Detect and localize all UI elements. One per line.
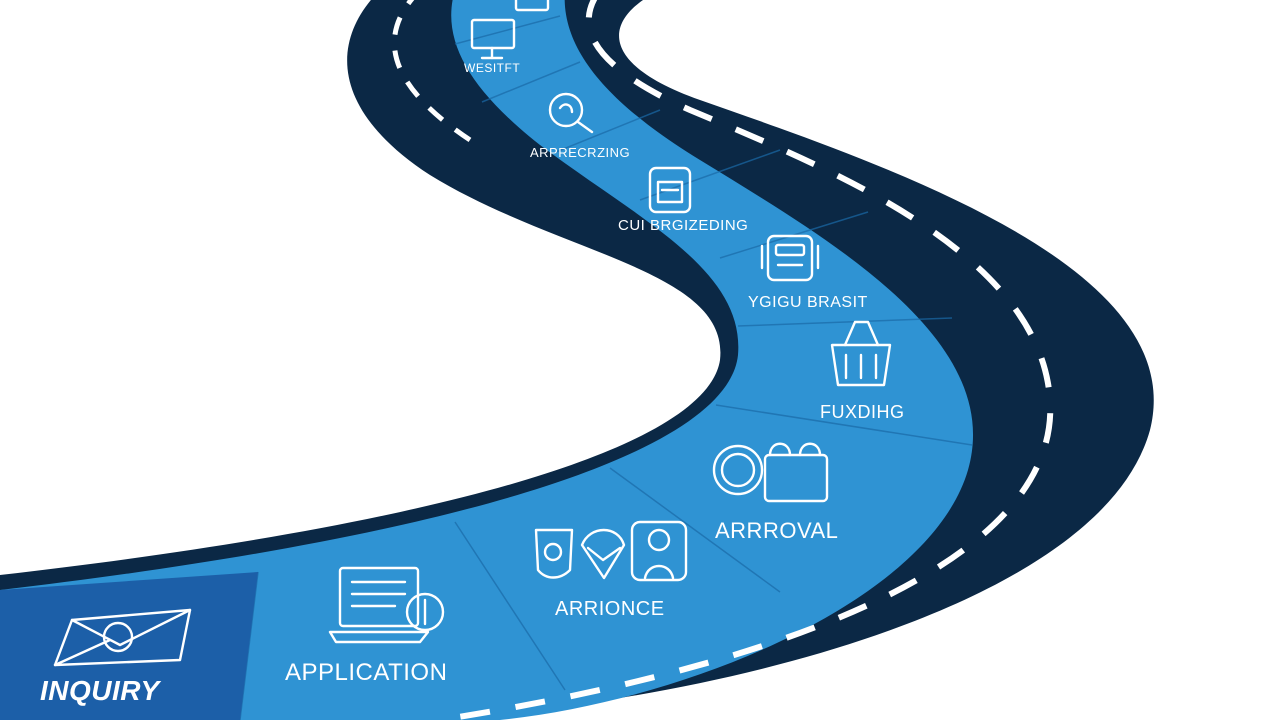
- laptop-document-icon: [328, 566, 445, 644]
- magnifier-icon: [548, 92, 594, 134]
- stage-application: APPLICATION: [285, 566, 447, 686]
- stage-label: ARRROVAL: [715, 518, 838, 543]
- stage-label: ARRIONCE: [555, 598, 665, 620]
- lane-dashes: [439, 0, 1054, 720]
- shopping-basket-icon: [830, 320, 892, 387]
- robot-device-icon: [760, 234, 820, 282]
- presentation-board-icon: [470, 0, 550, 60]
- stage-arrionce: ARRIONCE: [534, 520, 688, 620]
- stage-label: INQUIRY: [40, 675, 161, 706]
- stage-fuxdihg: FUXDIHG: [820, 320, 905, 422]
- stage-lane: [0, 0, 974, 720]
- envelope-icon: [53, 608, 192, 667]
- stage-label: CUI BRGIZEDING: [618, 217, 748, 234]
- stage-wesitft: WESITFT: [464, 0, 550, 75]
- stage-label: YGIGU BRASIT: [748, 294, 868, 311]
- stage-label: ARPRECRZING: [530, 145, 630, 160]
- stage-label: APPLICATION: [285, 659, 447, 686]
- stage-inquiry: INQUIRY: [40, 608, 192, 706]
- stage-label: WESITFT: [464, 61, 520, 75]
- stage-arrroval: ARRROVAL: [712, 442, 838, 543]
- stage-arprecrzing: ARPRECRZING: [530, 92, 630, 160]
- framed-document-icon: [648, 166, 692, 214]
- people-badges-icon: [534, 520, 688, 582]
- stage-cui-brgizeding: CUI BRGIZEDING: [618, 166, 748, 234]
- lane-dashes-left: [391, 0, 472, 143]
- approval-seal-icon: [712, 442, 829, 503]
- stage-ygigu-brasit: YGIGU BRASIT: [748, 234, 868, 311]
- stage-label: FUXDIHG: [820, 402, 905, 422]
